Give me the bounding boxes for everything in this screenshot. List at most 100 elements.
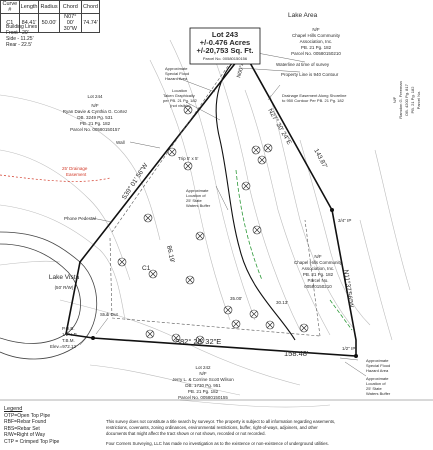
svg-text:Drainage Easement Along Shorel: Drainage Easement Along Shoreline [282,93,347,98]
svg-text:Approximate: Approximate [366,376,389,381]
callout-drainage-easement: 25' Drainage Easement [62,166,88,177]
far-right-block: N/F Ramdon G. Freeman DB. 4200 Pg. 817 P… [392,81,421,119]
svg-text:Special Flood: Special Flood [366,363,390,368]
callout-buffer: Approximate Location of 25' State Waters… [186,188,211,208]
tree-icon [231,319,241,329]
lot-242-block: Lot 242 N/F Jerry L. & Corrine Scott Wil… [172,365,234,400]
iron-pin-pob [91,336,95,340]
svg-text:N/F: N/F [392,96,397,103]
legend-item: R/W=Right of Way [4,432,46,438]
legend-title: Legend [4,406,23,412]
svg-text:+/-0.476 Acres: +/-0.476 Acres [200,38,250,47]
owner-line: N/F [312,27,320,32]
tree-icon [251,145,261,155]
inner-distance-2: 30.13' [276,300,288,305]
svg-text:DB. 3249 Pg. 531: DB. 3249 Pg. 531 [77,115,113,120]
inner-distance: 35.00' [230,296,242,301]
tree-icon [265,320,275,330]
note-line: Four Corners Surveying, LLC has made no … [106,441,329,446]
building-line: Front - 20' [6,30,29,36]
stub-out-label: Stub Out [100,312,119,317]
community-east-block: N/F Chapel Hills Community Association, … [294,254,343,289]
svg-text:Lot 244: Lot 244 [87,94,103,99]
tree-icon [241,181,251,191]
svg-text:Lot 242: Lot 242 [195,365,211,370]
wall-label: Wall [116,140,125,145]
setback-lines [109,65,321,337]
svg-text:P.O.B.: P.O.B. [62,326,75,331]
svg-text:25' State: 25' State [186,198,202,203]
callout-drainage: Drainage Easement Along Shoreline to 950… [282,93,347,103]
bearing-east: N11°37'56"W [342,269,355,309]
tree-icon [195,231,205,241]
tree-icon [183,161,193,171]
legend-item: RBS=Rebar Set [4,425,40,432]
svg-text:PB. 21 Pg. 182: PB. 21 Pg. 182 [188,389,219,394]
tree-icon [249,309,259,319]
tree-icon [263,143,273,153]
svg-text:Approximate: Approximate [165,66,188,71]
callout-location: Location Taken Graphically per PB. 21 Pg… [163,88,198,108]
bearing-east-dist: 143.87' [312,148,328,170]
tree-icon [171,333,181,343]
tree-icon [257,155,267,165]
tree-icon [185,275,195,285]
svg-text:1/2" I.P.: 1/2" I.P. [62,332,77,337]
svg-text:N/F: N/F [91,103,99,108]
waterline-label: Waterline at time of survey [276,62,330,67]
svg-text:Elev.=972.12: Elev.=972.12 [50,344,77,349]
svg-text:Hazard Area: Hazard Area [366,368,389,373]
building-line: Rear - 22.5' [6,42,32,48]
svg-text:25' Drainage: 25' Drainage [62,166,88,171]
pob-block: P.O.B. 1/2" I.P. T.B.M. Elev.=972.12 [50,326,77,349]
svg-text:N/F: N/F [199,371,207,376]
lake-area-label: Lake Area [288,12,318,19]
svg-text:PB. 21 Pg. 182: PB. 21 Pg. 182 [303,272,334,277]
owner-line: Parcel No. 00580150210 [291,51,341,56]
property-line-label: Property Line is 940 Contour [281,72,339,77]
svg-text:Waters Buffer: Waters Buffer [366,391,391,396]
tree-icon [252,225,262,235]
svg-text:Parcel No.: Parcel No. [416,91,421,110]
svg-text:T.B.M.: T.B.M. [62,338,75,343]
bearing-west: S39° 01' 56"W [120,161,150,201]
iron-pin-se [354,354,358,358]
owner-line: Chapel Hills Community [292,33,341,38]
tree-icon [183,105,193,115]
building-lines-block: Building Lines Front - 20' Side - 11.25'… [6,24,37,48]
bearing-n27: N27° 30' 24"E [266,107,294,147]
svg-text:Ramdon G. Freeman: Ramdon G. Freeman [398,81,403,119]
tree-icon [299,323,309,333]
svg-text:PB. 21 Pg. 182: PB. 21 Pg. 182 [80,121,111,126]
curve-table: Curve # Length Radius Chord Chord C1 84.… [0,0,100,33]
owner-line: Association, Inc. [300,39,333,44]
phone-pedestal-label: Phone Pedestal [64,216,96,221]
note-line: documents that might affect the tract sh… [106,431,266,436]
callout-buffer-bottom: Approximate Location of 25' State Waters… [366,376,391,396]
svg-text:Special Flood: Special Flood [165,71,189,76]
svg-text:Waters Buffer: Waters Buffer [186,203,211,208]
drainage-easement-line [0,174,111,182]
bearing-south: S82° 28' 32"E [175,337,221,346]
tree-icon [195,335,205,345]
svg-text:Hazard Area: Hazard Area [165,76,188,81]
survey-notes: This survey does not constitute a title … [106,419,431,447]
tree-icon [148,269,158,279]
trip-label: Trip 5' x 5' [178,156,198,161]
svg-text:Taken Graphically: Taken Graphically [163,93,195,98]
leader-lines [79,51,367,377]
tree-symbols [117,105,309,345]
svg-text:Parcel No. 00580150155: Parcel No. 00580150155 [178,395,228,400]
svg-text:Parcel No. 00580150156: Parcel No. 00580150156 [203,56,248,61]
lake-vista-label: Lake Vista [49,274,80,281]
tree-icon [117,257,127,267]
svg-text:25' State: 25' State [366,386,382,391]
svg-text:Jerry L. & Corrine Scott Wilso: Jerry L. & Corrine Scott Wilson [172,377,234,382]
svg-text:Location: Location [172,88,187,93]
curve-table-row: C1 84.41' 50.00' N07° 00' 30"W 74.74' [0,13,100,33]
legend-item: OTP=Open Top Pipe [4,412,51,419]
callout-flood-bottom: Approximate Special Flood Hazard Area [366,358,390,373]
svg-text:PB. 21 Pg. 182: PB. 21 Pg. 182 [410,86,415,114]
note-line: This survey does not constitute a title … [106,419,336,424]
